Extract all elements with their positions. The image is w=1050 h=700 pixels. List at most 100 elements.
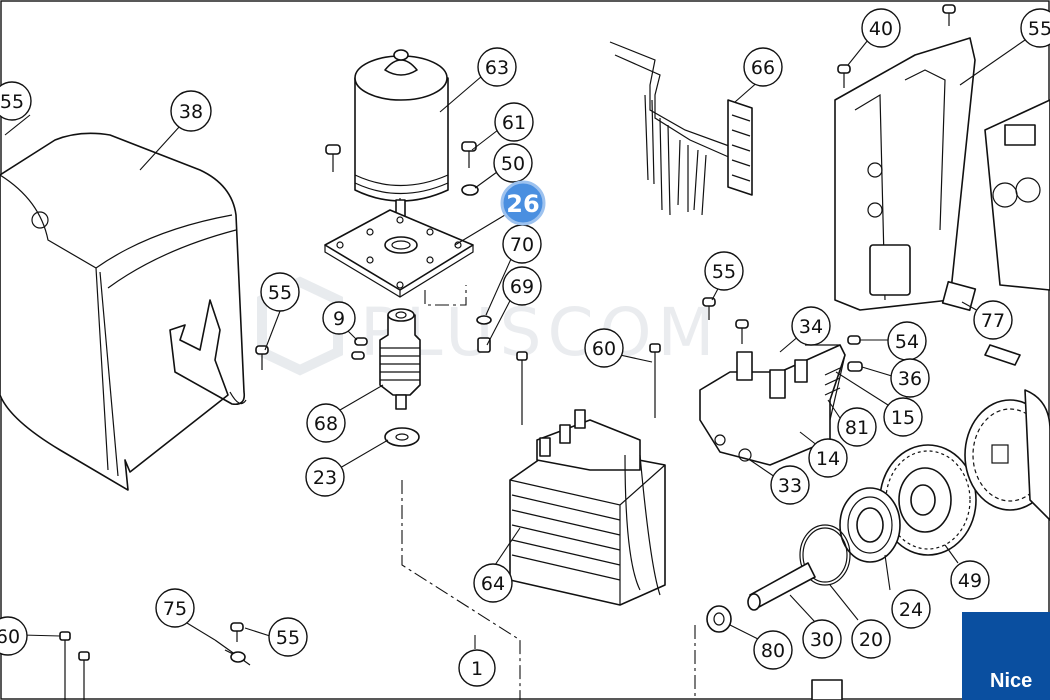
callout-label: 66 [751, 57, 775, 79]
screws-part-54-36 [847, 335, 863, 372]
callout-label: 55 [276, 627, 300, 649]
callout-label: 24 [899, 599, 923, 621]
callout-circle [791, 306, 831, 346]
callout-circle [883, 397, 923, 437]
callout-55[interactable]: 55 [268, 617, 308, 657]
callout-label: 60 [592, 338, 616, 360]
callout-circle [950, 560, 990, 600]
callout-label: 55 [0, 91, 24, 113]
callout-55[interactable]: 55 [260, 272, 300, 312]
callout-circle [584, 328, 624, 368]
callout-label: 68 [314, 413, 338, 435]
cover-part [0, 132, 247, 491]
callout-75[interactable]: 75 [155, 588, 195, 628]
callout-40[interactable]: 40 [861, 8, 901, 48]
worm-shaft-part [351, 308, 492, 447]
encoder-disc-part [964, 389, 1050, 521]
callout-label: 30 [810, 629, 834, 651]
callout-circle [891, 589, 931, 629]
callout-circle [155, 588, 195, 628]
callout-label: 70 [510, 234, 534, 256]
callout-77[interactable]: 77 [973, 300, 1013, 340]
callout-23[interactable]: 23 [305, 457, 345, 497]
leader-lines [4, 39, 1026, 641]
callout-61[interactable]: 61 [494, 102, 534, 142]
callout-circle [861, 8, 901, 48]
callout-24[interactable]: 24 [891, 589, 931, 629]
callout-55[interactable]: 55 [0, 81, 32, 121]
callout-80[interactable]: 80 [753, 630, 793, 670]
callout-label: 80 [761, 640, 785, 662]
callout-label: 49 [958, 570, 982, 592]
motor-plate-part [324, 209, 474, 298]
callout-label: 69 [510, 276, 534, 298]
callout-81[interactable]: 81 [837, 407, 877, 447]
svg-text:26: 26 [506, 190, 539, 218]
callout-60[interactable]: 60 [0, 616, 28, 656]
callout-circle [808, 438, 848, 478]
callout-55[interactable]: 55 [704, 251, 744, 291]
callout-circle [973, 300, 1013, 340]
callout-label: 64 [481, 573, 505, 595]
callout-label: 33 [778, 475, 802, 497]
callout-63[interactable]: 63 [477, 47, 517, 87]
callout-circle [170, 90, 212, 132]
callout-circle [502, 266, 542, 306]
callout-9[interactable]: 9 [322, 301, 356, 335]
callout-66[interactable]: 66 [743, 47, 783, 87]
callout-circle [743, 47, 783, 87]
callout-20[interactable]: 20 [851, 619, 891, 659]
callout-50[interactable]: 50 [493, 143, 533, 183]
callout-14[interactable]: 14 [808, 438, 848, 478]
callout-label: 55 [268, 282, 292, 304]
callout-49[interactable]: 49 [950, 560, 990, 600]
callout-circle [494, 102, 534, 142]
callout-68[interactable]: 68 [306, 403, 346, 443]
callout-label: 63 [485, 57, 509, 79]
callout-60[interactable]: 60 [584, 328, 624, 368]
callout-label: 36 [898, 368, 922, 390]
callout-label: 15 [891, 407, 915, 429]
callout-55[interactable]: 55 [1020, 8, 1050, 48]
callout-label: 23 [313, 467, 337, 489]
callout-69[interactable]: 69 [502, 266, 542, 306]
callout-circle [837, 407, 877, 447]
highlighted-part-badge[interactable]: 26 [500, 180, 546, 226]
callout-34[interactable]: 34 [791, 306, 831, 346]
shaft-part [747, 562, 816, 611]
oring-part [799, 524, 851, 586]
callout-circle [260, 272, 300, 312]
screws-part-61 [325, 141, 479, 196]
callout-54[interactable]: 54 [887, 321, 927, 361]
callout-circle [0, 616, 28, 656]
gear-part [879, 444, 977, 556]
callout-circle [322, 301, 356, 335]
callout-label: 54 [895, 331, 919, 353]
callout-38[interactable]: 38 [170, 90, 212, 132]
callout-30[interactable]: 30 [802, 619, 842, 659]
callout-label: 60 [0, 626, 20, 648]
callout-70[interactable]: 70 [502, 224, 542, 264]
callout-36[interactable]: 36 [890, 358, 930, 398]
callout-label: 40 [869, 18, 893, 40]
control-box-part [834, 37, 1050, 312]
callout-label: 55 [712, 261, 736, 283]
callout-circle [305, 457, 345, 497]
callout-15[interactable]: 15 [883, 397, 923, 437]
callout-33[interactable]: 33 [770, 465, 810, 505]
assembly-lines [401, 285, 696, 700]
svg-text:Nice: Nice [990, 670, 1032, 692]
callout-1[interactable]: 1 [458, 649, 496, 687]
callout-circle [704, 251, 744, 291]
wiring-harness-part [609, 41, 753, 216]
bearing-part [839, 487, 901, 563]
callout-64[interactable]: 64 [473, 563, 513, 603]
callout-circle [851, 619, 891, 659]
callout-label: 20 [859, 629, 883, 651]
screws-part-55-60 [59, 4, 1021, 700]
callout-label: 61 [502, 112, 526, 134]
transformer-part [509, 409, 666, 606]
callout-label: 34 [799, 316, 823, 338]
